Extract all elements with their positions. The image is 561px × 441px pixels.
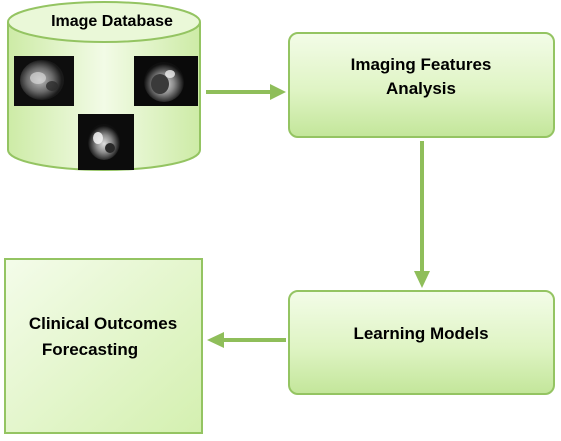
leg-scan-thumbnail [78,114,134,170]
outcomes-label-line2: Forecasting [42,340,138,359]
features-label-line1: Imaging Features [351,55,492,74]
clinical-outcomes-forecasting-box: Clinical Outcomes Forecasting [5,259,202,433]
outcomes-label-line1: Clinical Outcomes [29,314,177,333]
knee-scan-thumbnail [134,56,198,106]
brain-scan-thumbnail [14,56,74,106]
arrow-models-to-outcomes [207,332,286,348]
features-label-line2: Analysis [386,79,456,98]
arrow-database-to-features [206,84,286,100]
image-database-cylinder: Image Database [8,2,200,170]
models-label: Learning Models [353,324,488,343]
arrow-features-to-models [414,141,430,288]
learning-models-box: Learning Models [289,291,554,394]
database-label: Image Database [51,13,173,30]
imaging-features-analysis-box: Imaging Features Analysis [289,33,554,137]
